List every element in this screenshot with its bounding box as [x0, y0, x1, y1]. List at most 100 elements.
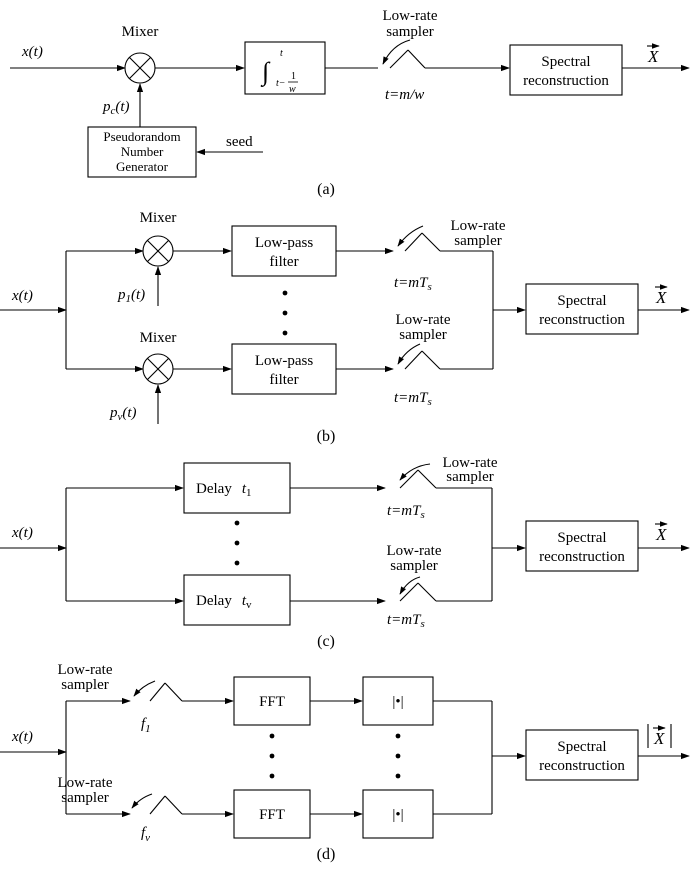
t2-label: t=mTs [387, 612, 425, 630]
seed-label: seed [226, 134, 253, 150]
abs2-block [362, 789, 434, 839]
sampler2-switch [399, 576, 492, 602]
t1-label: t=mTs [394, 275, 432, 293]
spectral-label-line1: Spectral [541, 54, 590, 70]
ellipsis-dots-fft [269, 733, 275, 779]
mixer1-symbol [142, 235, 174, 267]
delay1-block [183, 462, 291, 514]
integral-lower: t− [276, 78, 286, 89]
output-vector-label: X [655, 521, 668, 544]
panel-a: Mixer x(t) ∫ t t− 1 w Low-rate sampler t… [10, 8, 690, 198]
sampler1-label-line2: sampler [446, 469, 493, 485]
fft1-label: FFT [259, 694, 285, 710]
panel-d: x(t) Low-rate sampler f1 FFT |•| Lo [0, 662, 690, 863]
integral-numerator: 1 [291, 71, 296, 82]
mixer2-symbol [142, 353, 174, 385]
integral-expression: ∫ t t− 1 w [260, 48, 298, 95]
fv-label: fv [141, 825, 150, 844]
caption-a: (a) [317, 181, 335, 198]
output-magnitude-label: X [647, 724, 672, 748]
sampler2-label-line2: sampler [390, 558, 437, 574]
svg-text:X: X [655, 288, 667, 307]
t2-label: t=mTs [394, 390, 432, 408]
prng-label-line1: Pseudorandom [103, 129, 180, 144]
ellipsis-dots-abs [395, 733, 401, 779]
integrator-block [244, 41, 326, 95]
spectral-label-line2: reconstruction [539, 312, 625, 328]
spectral-label-line2: reconstruction [539, 758, 625, 774]
abs1-label: |•| [392, 694, 403, 710]
lpf2-block [231, 343, 337, 395]
sampler-switch [382, 39, 426, 69]
spectral-reconstruction-block [525, 520, 639, 572]
pv-label: pv(t) [109, 405, 137, 423]
caption-c: (c) [317, 633, 335, 650]
sampler1-switch [399, 463, 492, 489]
f1-label: f1 [141, 716, 151, 735]
spectral-reconstruction-block [525, 729, 639, 781]
delay2-block [183, 574, 291, 626]
lpf1-label-line1: Low-pass [255, 235, 313, 251]
integral-upper: t [280, 48, 283, 59]
sampler2-label-line1: Low-rate [58, 775, 113, 791]
integral-denominator: w [289, 84, 296, 95]
spectral-label-line2: reconstruction [523, 73, 609, 89]
p1-label: p1(t) [117, 287, 145, 305]
sampler2-switch [397, 343, 493, 370]
integral-sign: ∫ [260, 57, 271, 87]
spectral-label-line2: reconstruction [539, 549, 625, 565]
caption-d: (d) [317, 846, 336, 863]
lpf1-block [231, 225, 337, 277]
mixer1-label: Mixer [140, 210, 177, 226]
fft2-block [233, 789, 311, 839]
input-label: x(t) [11, 729, 33, 745]
sampler-label-line1: Low-rate [383, 8, 438, 24]
spectral-label-line1: Spectral [557, 530, 606, 546]
mixer-label: Mixer [122, 24, 159, 40]
fft2-label: FFT [259, 807, 285, 823]
lpf2-label-line2: filter [269, 372, 298, 388]
svg-text:X: X [647, 47, 659, 66]
spectral-reconstruction-block [509, 44, 623, 96]
output-vector-label: X [647, 43, 660, 66]
t1-label: t=mTs [387, 503, 425, 521]
sampler2-switch [131, 793, 183, 815]
lpf2-label-line1: Low-pass [255, 353, 313, 369]
sampler1-label-line1: Low-rate [58, 662, 113, 678]
prng-label-line3: Generator [116, 159, 169, 174]
sampler1-switch [133, 680, 183, 702]
spectral-reconstruction-block [525, 283, 639, 335]
prng-block [87, 126, 197, 178]
mixer-symbol [124, 52, 156, 84]
spectral-label-line1: Spectral [557, 293, 606, 309]
input-label: x(t) [11, 525, 33, 541]
sampler2-label-line1: Low-rate [396, 312, 451, 328]
sampler1-label-line1: Low-rate [443, 455, 498, 471]
input-label: x(t) [11, 288, 33, 304]
sampler1-label-line2: sampler [454, 233, 501, 249]
pc-label: pc(t) [102, 99, 130, 117]
sampler2-label-line2: sampler [399, 327, 446, 343]
prng-label-line2: Number [121, 144, 164, 159]
mixer2-label: Mixer [140, 330, 177, 346]
caption-b: (b) [317, 428, 336, 445]
lpf1-label-line2: filter [269, 254, 298, 270]
input-label: x(t) [21, 44, 43, 60]
sampler1-label-line1: Low-rate [451, 218, 506, 234]
sampler2-label-line1: Low-rate [387, 543, 442, 559]
svg-text:X: X [655, 525, 667, 544]
panel-b: x(t) Mixer p1(t) Low-pass filter Low-rat… [0, 210, 690, 445]
spectral-label-line1: Spectral [557, 739, 606, 755]
sampler2-label-line2: sampler [61, 790, 108, 806]
abs2-label: |•| [392, 807, 403, 823]
svg-text:X: X [653, 729, 665, 748]
sample-time-label: t=m/w [385, 87, 424, 103]
sampler1-switch [397, 225, 493, 252]
sampler-label-line2: sampler [386, 24, 433, 40]
abs1-block [362, 676, 434, 726]
